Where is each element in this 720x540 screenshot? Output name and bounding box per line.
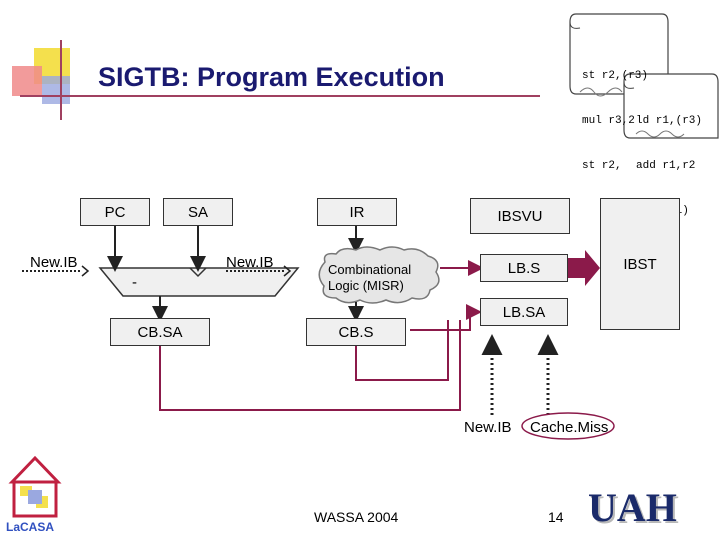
scroll-1-code: st r2,(r3) mul r3,2 st r2,: [582, 39, 648, 189]
scroll-2-shape: [623, 73, 719, 139]
cbsa-register: CB.SA: [110, 318, 210, 346]
ibsvu-unit: IBSVU: [470, 198, 570, 234]
scroll-1-line: mul r3,2: [582, 115, 635, 127]
lacasa-logo-text: LaCASA: [6, 520, 55, 534]
newib-left-label: New.IB: [30, 254, 78, 271]
cachemiss-label: Cache.Miss: [530, 419, 609, 436]
newib-mid-label: New.IB: [226, 254, 274, 271]
adder-shape: [98, 267, 300, 297]
cbs-register: CB.S: [306, 318, 406, 346]
ibst-table: IBST: [600, 198, 680, 330]
deco-vertical-line: [60, 40, 62, 120]
deco-horizontal-line: [20, 95, 540, 97]
deco-red-square: [12, 66, 42, 96]
lbsa-register: LB.SA: [480, 298, 568, 326]
slide-title: SIGTB: Program Execution: [98, 62, 445, 92]
scroll-1-line: st r2,: [582, 160, 622, 172]
sa-register: SA: [163, 198, 233, 226]
newib-bottom-label: New.IB: [464, 419, 512, 436]
scroll-1-line: st r2,(r3): [582, 70, 649, 82]
scroll-2-line: ld r1,(r3): [636, 115, 703, 127]
lacasa-logo-shape: [8, 455, 62, 518]
deco-blue-square: [42, 76, 70, 104]
pc-register: PC: [80, 198, 150, 226]
cachemiss-oval-shape: [521, 412, 615, 440]
page-number: 14: [548, 509, 564, 525]
lbs-register: LB.S: [480, 254, 568, 282]
scroll-2-line: add r1,r2: [636, 160, 696, 172]
uah-logo: UAH: [588, 485, 677, 530]
ibst-arrow-shape: [568, 250, 600, 286]
ibst-label: IBST: [623, 255, 657, 273]
combo-logic-label: Combinational Logic (MISR): [328, 262, 412, 293]
adder-minus-label: -: [132, 274, 137, 291]
ir-register: IR: [317, 198, 397, 226]
footer-text: WASSA 2004: [314, 509, 399, 525]
combo-cloud-shape: [318, 246, 440, 304]
